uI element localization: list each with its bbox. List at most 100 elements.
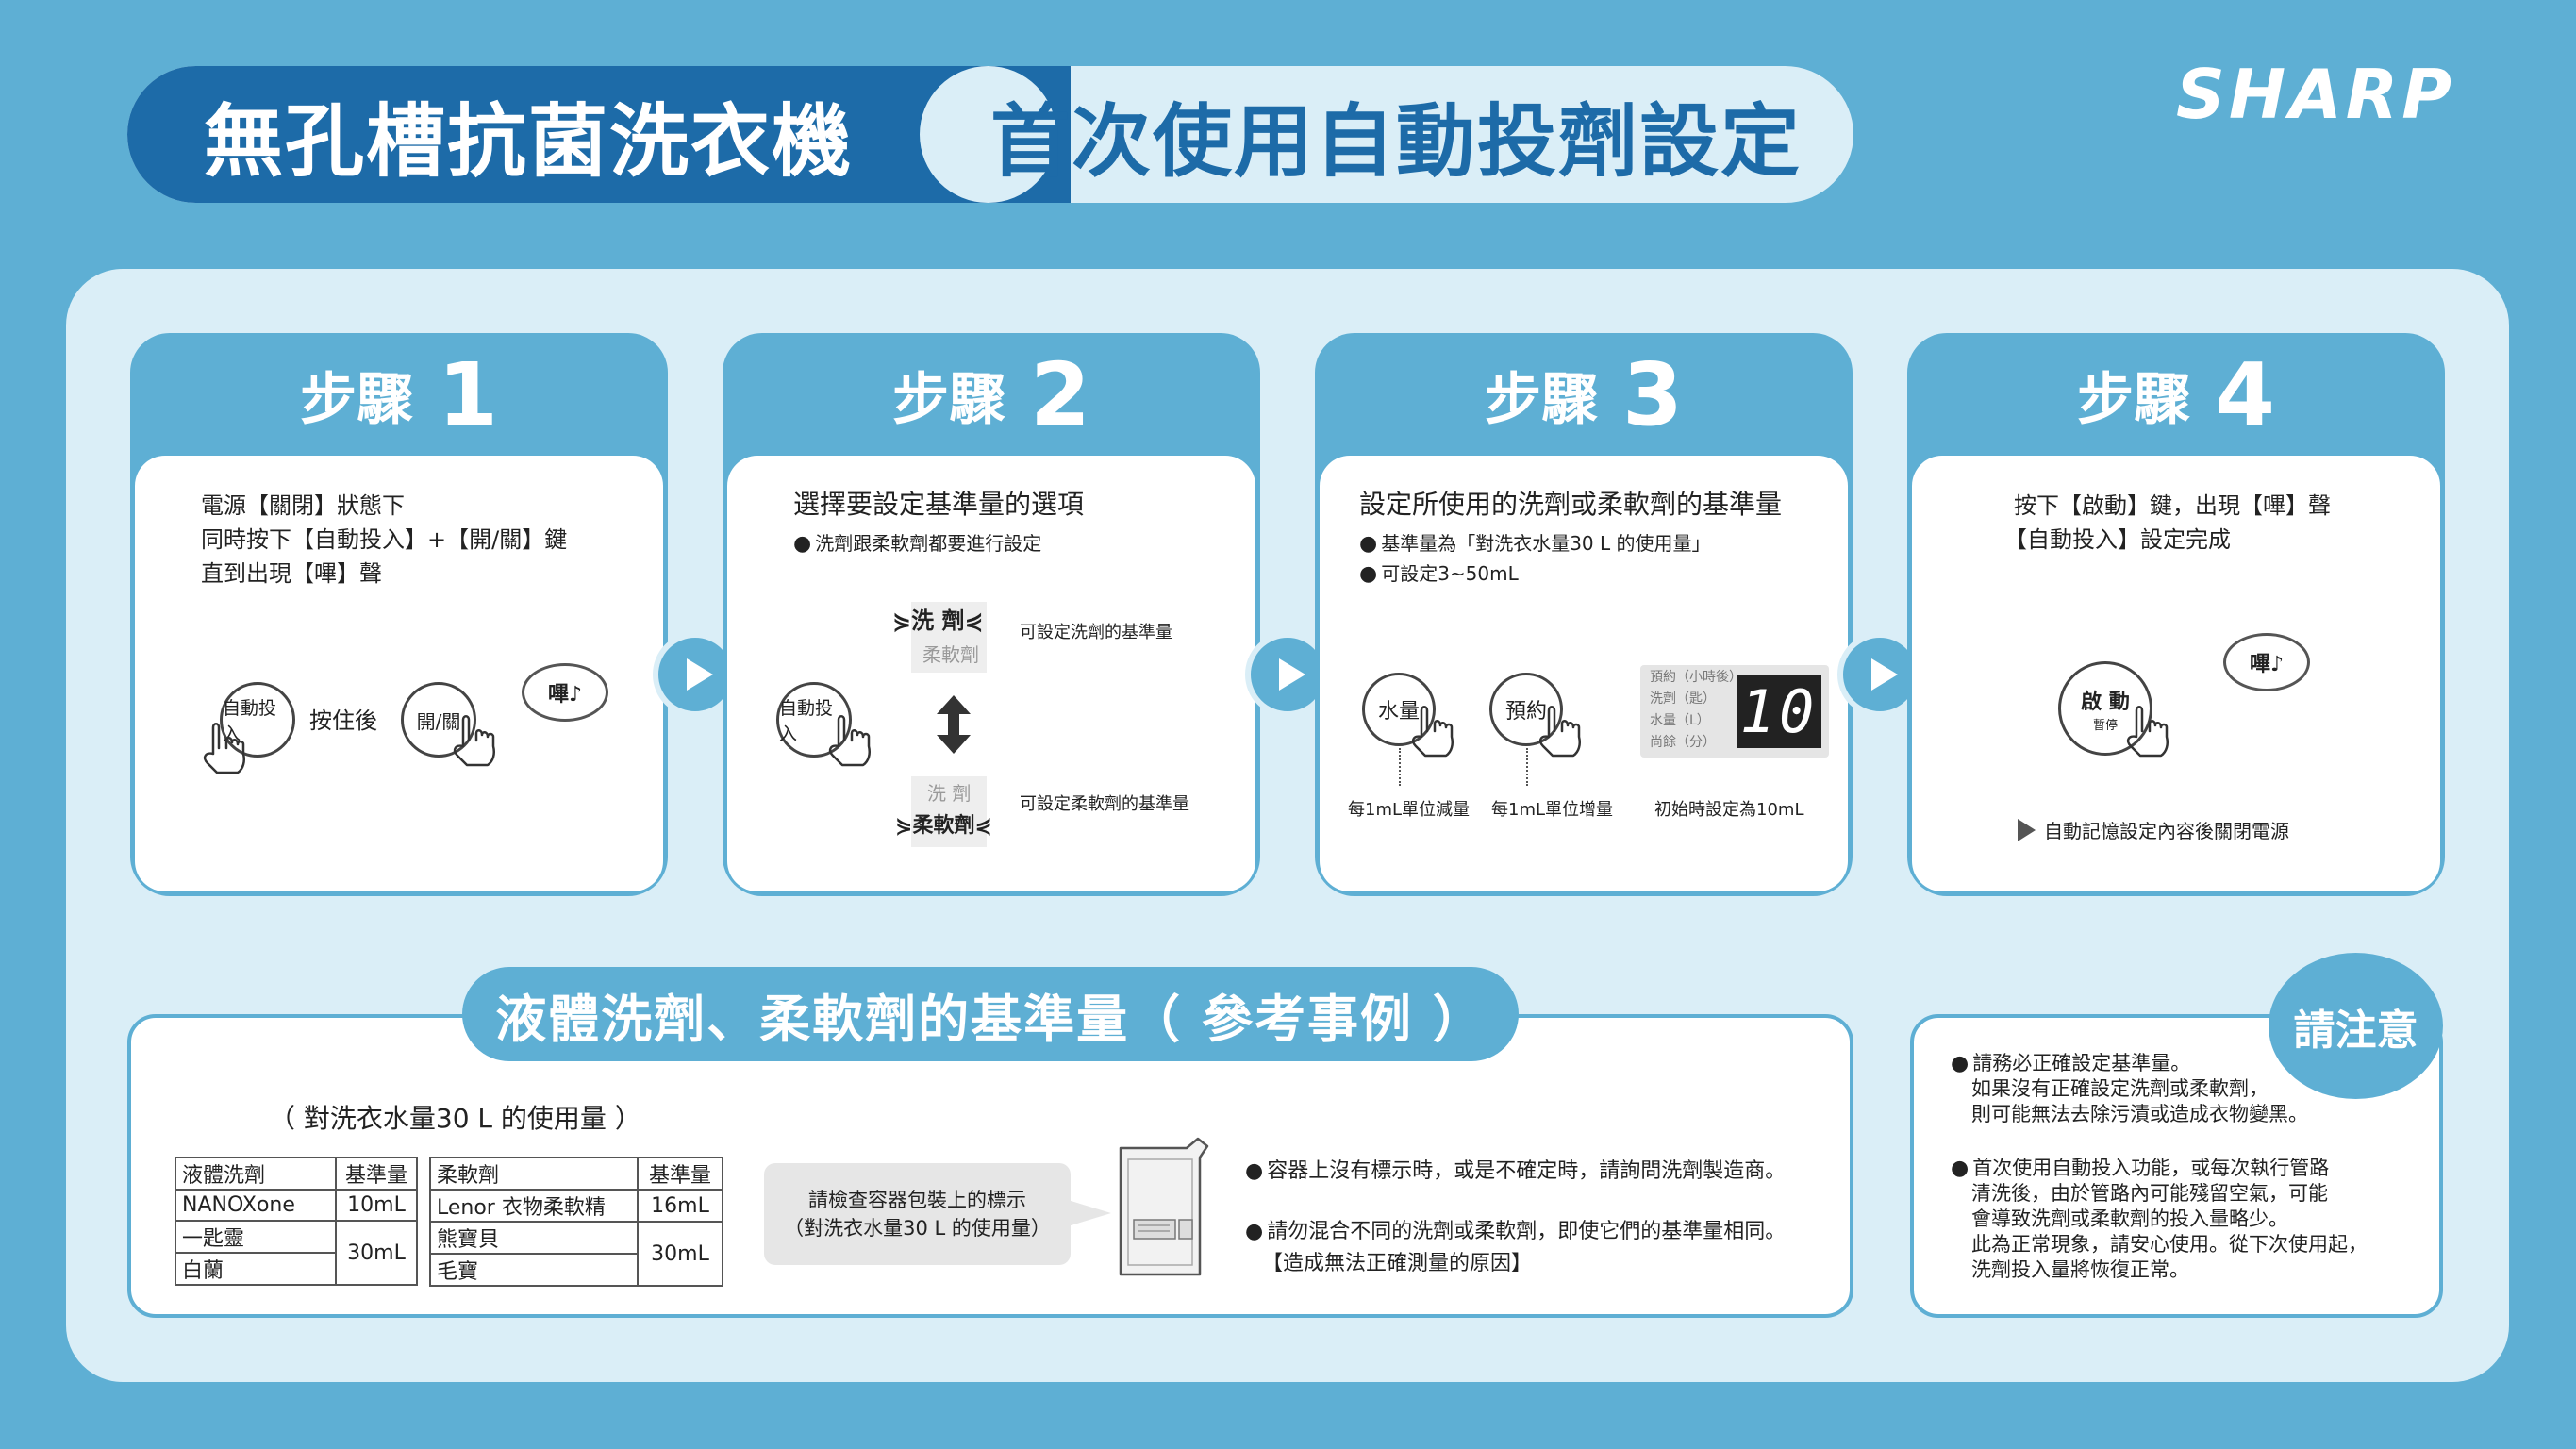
notice-item-2: ●首次使用自動投入功能，或每次執行管路 清洗後，由於管路內可能殘留空氣，可能 會…	[1951, 1156, 2368, 1283]
hand-press-icon	[203, 723, 245, 774]
option-detergent-sub: 柔軟劑	[922, 643, 979, 666]
option-softener-desc: 可設定柔軟劑的基準量	[1020, 794, 1189, 814]
water-caption: 每1mL單位減量	[1348, 800, 1471, 820]
step-1-line-2: 同時按下【自動投入】+【開/關】鍵	[201, 526, 568, 553]
step-1-body: 電源【關閉】狀態下 同時按下【自動投入】+【開/關】鍵 直到出現【嗶】聲 自動投…	[135, 456, 663, 891]
step-number: 2	[1029, 343, 1090, 445]
pause-label: 暫停	[2092, 718, 2118, 733]
notice-line: 清洗後，由於管路內可能殘留空氣，可能	[1971, 1182, 2328, 1205]
step-label: 步驟	[2076, 366, 2190, 433]
bullet-icon: ●	[1359, 562, 1378, 586]
table-header: 基準量	[637, 1157, 723, 1191]
header-title-cap	[920, 66, 1056, 203]
hand-press-icon	[2126, 706, 2169, 758]
display-labels: 預約（小時後） 洗劑（匙） 水量（L） 尚餘（分）	[1650, 667, 1742, 754]
reference-title: 液體洗劑、柔軟劑的基準量（ 參考事例 ）	[462, 967, 1519, 1061]
softener-table: 柔軟劑 基準量 Lenor 衣物柔軟精 16mL 熊寶貝 30mL 毛寶	[429, 1157, 723, 1287]
start-label: 啟 動	[2081, 690, 2130, 714]
softener-name: 熊寶貝	[429, 1221, 639, 1255]
step-3-card: 步驟 3 設定所使用的洗劑或柔軟劑的基準量 ●基準量為「對洗衣水量30 L 的使…	[1315, 333, 1853, 896]
detergent-name: 一匙靈	[175, 1220, 337, 1254]
softener-name: 毛寶	[429, 1253, 639, 1287]
bullet-icon: ●	[1951, 1157, 1969, 1180]
detergent-pouch-icon	[1119, 1137, 1209, 1276]
hand-press-icon	[828, 715, 871, 767]
detergent-name: 白蘭	[175, 1252, 337, 1286]
hand-press-icon	[453, 715, 495, 767]
hand-press-icon	[1538, 706, 1581, 758]
step-4-note: 自動記憶設定內容後關閉電源	[2044, 820, 2289, 842]
option-detergent-desc: 可設定洗劑的基準量	[1020, 623, 1172, 642]
table-row: 一匙靈 30mL	[175, 1220, 418, 1286]
notice-box	[1910, 1014, 2443, 1318]
step-label: 步驟	[1484, 366, 1598, 433]
up-down-arrow-icon	[937, 695, 971, 754]
step-2-body: 選擇要設定基準量的選項 ●洗劑跟柔軟劑都要進行設定 自動投入 ⋟洗 劑⋞ 柔軟劑…	[727, 456, 1255, 891]
table-row: 白蘭	[175, 1252, 417, 1286]
table-row: Lenor 衣物柔軟精 16mL	[429, 1189, 723, 1223]
notice-line: 則可能無法去除污漬或造成衣物變黑。	[1971, 1103, 2308, 1125]
hand-press-icon	[1411, 706, 1454, 758]
step-2-bullet-text: 洗劑跟柔軟劑都要進行設定	[815, 532, 1042, 555]
step-3-bullet-1-text: 基準量為「對洗衣水量30 L 的使用量」	[1381, 532, 1711, 555]
step-2-card: 步驟 2 選擇要設定基準量的選項 ●洗劑跟柔軟劑都要進行設定 自動投入 ⋟洗 劑…	[723, 333, 1260, 896]
step-1-line-3: 直到出現【嗶】聲	[201, 560, 382, 587]
step-3-body: 設定所使用的洗劑或柔軟劑的基準量 ●基準量為「對洗衣水量30 L 的使用量」 ●…	[1320, 456, 1848, 891]
initial-caption: 初始時設定為10mL	[1654, 800, 1804, 820]
step-3-header: 步驟 3	[1315, 333, 1853, 456]
notice-line: 首次使用自動投入功能，或每次執行管路	[1972, 1157, 2330, 1179]
detergent-table: 液體洗劑 基準量 NANOXone 10mL 一匙靈 30mL 白蘭	[175, 1157, 418, 1286]
reference-note-1-text: 容器上沒有標示時，或是不確定時，請詢問洗劑製造商。	[1267, 1159, 1787, 1183]
reference-caption: （ 對洗衣水量30 L 的使用量 ）	[269, 1103, 641, 1134]
header-title-bg	[127, 66, 1071, 203]
reference-note-2b: 【造成無法正確測量的原因】	[1262, 1252, 1533, 1275]
display-label: 洗劑（匙）	[1650, 691, 1716, 707]
table-header: 基準量	[335, 1157, 418, 1191]
step-2-header: 步驟 2	[723, 333, 1260, 456]
notice-line: 洗劑投入量將恢復正常。	[1971, 1258, 2189, 1281]
step-4-header: 步驟 4	[1907, 333, 2445, 456]
power-button: 開/關	[401, 682, 476, 758]
detergent-name: NANOXone	[175, 1189, 337, 1222]
beep-bubble: 嗶♪	[522, 663, 608, 722]
step-3-bullet-1: ●基準量為「對洗衣水量30 L 的使用量」	[1359, 526, 1711, 561]
table-header: 柔軟劑	[429, 1157, 639, 1191]
display-label: 水量（L）	[1650, 713, 1710, 728]
option-detergent-main: ⋟洗 劑⋞	[892, 608, 984, 634]
table-row: 熊寶貝 30mL	[429, 1221, 723, 1287]
dotted-leader	[1526, 748, 1528, 786]
bullet-icon: ●	[1951, 1052, 1969, 1075]
water-level-button: 水量	[1362, 673, 1436, 746]
dotted-leader	[1399, 748, 1401, 786]
notice-line: 會導致洗劑或柔軟劑的投入量略少。	[1971, 1208, 2288, 1230]
sharp-logo: SHARP	[2175, 55, 2456, 134]
reserve-caption: 每1mL單位增量	[1491, 800, 1614, 820]
display-value: 10	[1737, 675, 1821, 748]
page-subtitle: 首次使用自動投劑設定	[989, 94, 1802, 188]
option-detergent-panel	[911, 602, 987, 673]
detergent-amount: 30mL	[335, 1220, 418, 1286]
check-label-bubble: 請檢查容器包裝上的標示 （對洗衣水量30 L 的使用量）	[764, 1163, 1071, 1265]
step-label: 步驟	[299, 366, 413, 433]
option-softener-main: ⋟柔軟劑⋞	[895, 814, 992, 838]
start-pause-button: 啟 動 暫停	[2058, 661, 2152, 756]
step-1-header: 步驟 1	[130, 333, 668, 456]
step-4-body: 按下【啟動】鍵，出現【嗶】聲 【自動投入】設定完成 啟 動 暫停 嗶♪ 自動記憶…	[1912, 456, 2440, 891]
display-label: 尚餘（分）	[1650, 735, 1716, 750]
hold-text: 按住後	[309, 708, 377, 734]
reservation-button: 預約	[1489, 673, 1563, 746]
notice-badge: 請注意	[2269, 953, 2443, 1099]
notice-line: 請務必正確設定基準量。	[1972, 1052, 2191, 1074]
beep-bubble: 嗶♪	[2223, 633, 2310, 691]
step-number: 4	[2214, 343, 2275, 445]
bullet-icon: ●	[1359, 532, 1378, 556]
step-3-bullet-2: ●可設定3~50mL	[1359, 557, 1519, 591]
step-4-card: 步驟 4 按下【啟動】鍵，出現【嗶】聲 【自動投入】設定完成 啟 動 暫停 嗶♪…	[1907, 333, 2445, 896]
step-1-card: 步驟 1 電源【關閉】狀態下 同時按下【自動投入】+【開/關】鍵 直到出現【嗶】…	[130, 333, 668, 896]
check-label-line: （對洗衣水量30 L 的使用量）	[784, 1217, 1051, 1240]
step-3-heading: 設定所使用的洗劑或柔軟劑的基準量	[1359, 489, 1783, 520]
step-2-bullet: ●洗劑跟柔軟劑都要進行設定	[793, 526, 1041, 561]
bullet-icon: ●	[793, 532, 812, 556]
softener-name: Lenor 衣物柔軟精	[429, 1189, 639, 1223]
step-3-bullet-2-text: 可設定3~50mL	[1381, 562, 1519, 585]
